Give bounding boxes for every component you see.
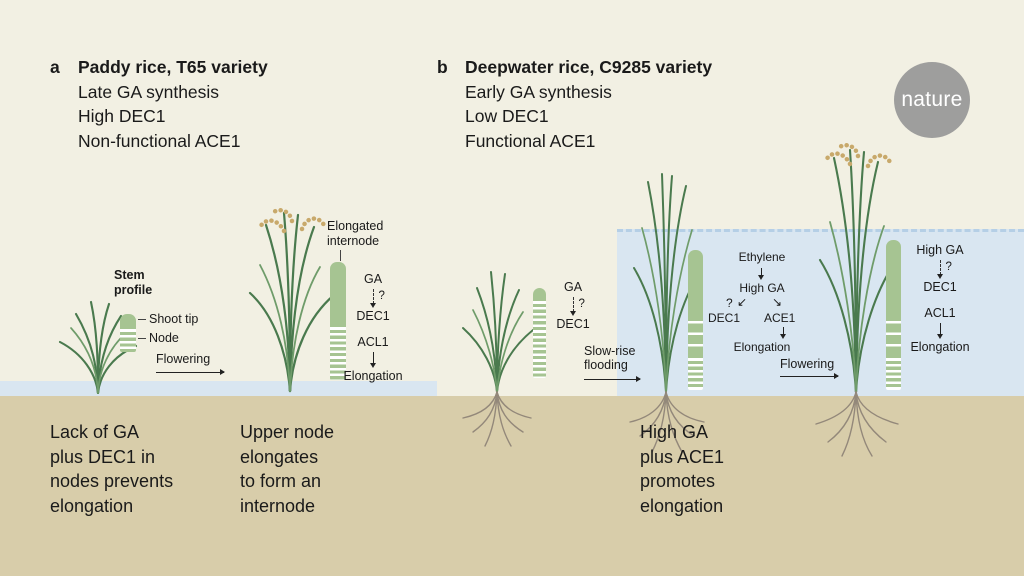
uncertain-arrow: ?: [569, 296, 585, 316]
question-mark: ?: [578, 297, 585, 310]
caption-deepwater: High GA plus ACE1 promotes elongation: [640, 422, 725, 516]
compressed-nodes-segment: [330, 324, 346, 380]
node-segment: [120, 326, 136, 352]
shoot-tip-pointer-line: [138, 319, 146, 320]
grain-panicles: [257, 208, 327, 234]
grain-panicles: [823, 143, 893, 169]
stem-profile-bar-preflood: [533, 288, 546, 378]
panel-a-pathway: GA ? DEC1 ACL1 Elongation: [338, 272, 408, 383]
paddy-small-plant: [58, 300, 138, 394]
panel-a-letter: a: [50, 57, 60, 77]
question-mark: ?: [378, 289, 385, 302]
paddy-flowering-plant: [248, 208, 336, 393]
down-arrow: [936, 322, 943, 339]
elongated-internode-label: Elongated internode: [327, 219, 384, 248]
caption-paddy-small: Lack of GA plus DEC1 in nodes prevents e…: [50, 422, 174, 516]
elongating-internodes-segment: [886, 312, 901, 355]
shoot-tip-segment: [533, 288, 546, 298]
nature-logo-text: nature: [901, 88, 963, 111]
panel-b-header: b Deepwater rice, C9285 variety Early GA…: [437, 55, 712, 153]
ga-label: GA: [563, 280, 583, 294]
flowering-step-b: Flowering: [780, 357, 844, 380]
roots: [629, 391, 705, 453]
uncertain-arrow: ?: [936, 259, 952, 279]
flooding-arrow: [584, 376, 641, 383]
shallow-water: [0, 381, 437, 396]
node-pointer-line: [138, 338, 146, 339]
stem-profile-bar-paddy: [330, 262, 346, 380]
high-ga-label: High GA: [739, 281, 785, 295]
flowering-arrow-b: [780, 373, 839, 380]
down-arrow: [758, 268, 765, 280]
ga-label: GA: [363, 272, 383, 286]
elongated-internode-pointer-line: [340, 250, 341, 261]
dec1-label: DEC1: [356, 308, 390, 323]
nature-logo: nature: [894, 62, 970, 138]
node-label: Node: [149, 331, 179, 345]
compressed-nodes-segment: [886, 355, 901, 390]
elongating-internodes-segment: [688, 312, 703, 355]
down-arrow: [369, 351, 376, 368]
stem-profile-bar-flooded: [688, 250, 703, 390]
question-mark: ?: [945, 260, 952, 273]
panel-a-subtitle-1: Late GA synthesis: [78, 81, 220, 102]
panel-a-subtitle-2: High DEC1: [78, 106, 166, 126]
elongation-label: Elongation: [343, 368, 403, 383]
panel-a-header: a Paddy rice, T65 variety Late GA synthe…: [50, 55, 268, 153]
down-arrow: [780, 327, 787, 339]
shoot-tip-label: Shoot tip: [149, 312, 199, 326]
flooding-step: Slow-rise flooding: [584, 344, 648, 383]
roots: [815, 391, 899, 457]
roots: [462, 391, 532, 447]
panel-b-flood-pathway: Ethylene High GA ? ↙ ↘ DEC1 ACE1 Elongat…: [704, 250, 820, 354]
compressed-nodes-segment: [688, 355, 703, 390]
caption-paddy-large: Upper node elongates to form an internod…: [240, 422, 335, 516]
ace1-label: ACE1: [764, 311, 796, 325]
stem-profile-bar-postflood: [886, 240, 901, 390]
deepwater-flowering-plant: [815, 143, 899, 457]
flowering-step-a: Flowering: [156, 352, 236, 376]
deepwater-preflood-plant: [462, 271, 534, 447]
panel-b-title: Deepwater rice, C9285 variety: [465, 57, 713, 77]
elongated-internode-segment: [688, 250, 703, 312]
elongated-internode-segment: [886, 240, 901, 312]
panel-b-preflood-pathway: GA ? DEC1: [549, 280, 597, 331]
flooding-label: Slow-rise flooding: [584, 344, 636, 372]
flowering-arrow-a: [156, 369, 225, 376]
acl1-label: ACL1: [924, 306, 956, 320]
flowering-label-a: Flowering: [156, 352, 211, 366]
shoot-tip-segment: [120, 314, 136, 326]
panel-b-letter: b: [437, 57, 448, 77]
flowering-label-b: Flowering: [780, 357, 835, 371]
question-mark: ?: [726, 296, 733, 310]
down-right-arrow: ↘: [772, 295, 783, 309]
elongation-label: Elongation: [733, 340, 791, 354]
panel-b-subtitle-1: Early GA synthesis: [465, 81, 612, 102]
dec1-label: DEC1: [708, 311, 741, 325]
panel-b-postflood-pathway: High GA ? DEC1 ACL1 Elongation: [906, 243, 974, 354]
panel-a-title: Paddy rice, T65 variety: [78, 57, 268, 77]
deepwater-flooded-plant: [629, 173, 705, 453]
panel-a-subtitle-3: Non-functional ACE1: [78, 130, 241, 151]
elongated-internode-segment: [330, 262, 346, 324]
uncertain-arrow: ?: [369, 288, 385, 308]
stem-profile-title: Stem profile: [114, 268, 153, 297]
dec1-label: DEC1: [923, 279, 957, 294]
compressed-nodes-segment: [533, 298, 546, 378]
stem-profile-icon: [120, 314, 136, 352]
panel-b-subtitle-3: Functional ACE1: [465, 130, 596, 151]
panel-b-subtitle-2: Low DEC1: [465, 106, 549, 126]
soil-ground: [0, 396, 1024, 576]
acl1-label: ACL1: [357, 335, 389, 349]
high-ga-label: High GA: [916, 243, 964, 257]
dec1-label: DEC1: [556, 316, 590, 331]
ethylene-label: Ethylene: [738, 250, 786, 264]
elongation-label: Elongation: [910, 339, 970, 354]
down-left-arrow: ↙: [737, 295, 748, 309]
